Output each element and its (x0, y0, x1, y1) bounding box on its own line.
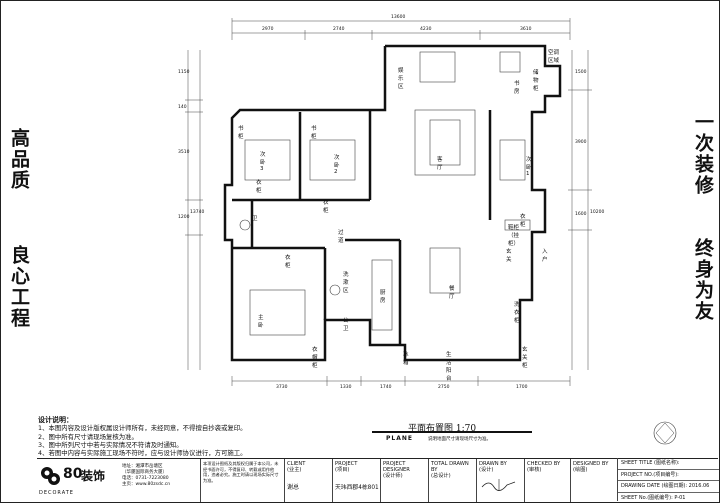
cell-designed: DESIGNED BY(绘图) (570, 459, 617, 502)
room-bedroom3: 次卧3 (260, 152, 266, 172)
dim-left-c: 3510 (178, 150, 190, 155)
dim-left-a: 1150 (178, 70, 190, 75)
cell-client: CLIENT(业主)谢总 (284, 459, 332, 502)
room-fridge: 冰箱 (403, 352, 409, 366)
dim-right-c: 10200 (590, 210, 605, 215)
cell-total-drawn: TOTAL DRAWN BY(总设计) (428, 459, 476, 502)
dim-top-b: 2740 (333, 27, 345, 32)
disclaimer: 本项设计图纸及其版权归属于本公司，未经书面许可，不得复印、转载或用作他用，违者必… (200, 459, 284, 502)
note-line: 4、若图中内容与实际施工现场不符时，应与设计师协议进行，方可施工。 (38, 449, 247, 458)
room-laundry: 洗衣柜 (514, 302, 520, 324)
dim-bottom-c: 1740 (380, 385, 392, 390)
dim-bottom-e: 1700 (516, 385, 528, 390)
cab-4: 衣柜 (285, 255, 291, 269)
room-entry: 玄关 (506, 249, 512, 263)
dim-top-a: 2970 (262, 27, 274, 32)
slogan-right-top: 一次装修 (692, 112, 714, 196)
plan-subtitle: PLANE (386, 435, 413, 442)
slogan-right-bottom: 终身为友 (692, 238, 714, 322)
dim-bottom-d: 2750 (438, 385, 450, 390)
dim-left-d: 1200 (178, 215, 190, 220)
room-bedroom2: 次卧2 (334, 155, 340, 175)
dim-top-c: 4230 (420, 27, 432, 32)
dim-top-total: 13600 (391, 15, 406, 20)
room-wash: 洗漱区 (343, 272, 349, 294)
room-wardrobe: 衣帽柜 (312, 347, 318, 369)
room-shoecab: 鞋柜（挂柜） (508, 225, 520, 247)
note-line: 3、图中所列尺寸中若与实际情况不符请及时通知。 (38, 440, 183, 449)
note-line: 2、图中所有尺寸请现场复核为准。 (38, 432, 138, 441)
room-kitchen: 厨房 (380, 290, 386, 304)
room-corridor: 过道 (338, 230, 344, 244)
room-entertain: 娱乐区 (398, 68, 404, 90)
room-storage: 储物柜 (533, 70, 539, 92)
cell-checked: CHECKED BY(审核) (524, 459, 570, 502)
dim-right-d: 1600 (575, 212, 587, 217)
dim-right-b: 3900 (575, 140, 587, 145)
slogan-left-top: 高品质 (8, 128, 30, 191)
bookcab-2: 书柜 (311, 126, 317, 140)
slogan-left-bottom: 良心工程 (8, 245, 30, 329)
cell-drawn: DRAWN BY(设计) (476, 459, 524, 502)
title-block: 80 装饰 DECORATE 地址：湘潭市岳塘区（华厦国际商务大厦）电话：073… (37, 458, 718, 502)
room-living: 客厅 (437, 157, 443, 171)
cell-designer: PROJECT DESIGNER(设计师) (380, 459, 428, 502)
room-balcony: 生活阳台 (446, 352, 452, 382)
cab-2: 衣柜 (323, 200, 329, 214)
room-cloak: 玄关柜 (522, 347, 528, 369)
plan-title: 平面布置图 1:70 (408, 424, 477, 434)
dim-left-e: 13740 (190, 210, 205, 215)
cab-3: 衣柜 (520, 214, 526, 228)
dim-right-a: 1500 (575, 70, 587, 75)
room-entrance: 入户 (542, 249, 548, 263)
cab-1: 衣柜 (256, 180, 262, 194)
room-public: 公卫 (343, 318, 349, 332)
sheet-info: SHEET TITLE (图纸名称): PROJECT NO.(项目编号): D… (617, 458, 719, 501)
notes-heading: 设计说明： (38, 416, 73, 424)
dim-bottom-b: 1330 (340, 385, 352, 390)
room-study: 书房 (514, 81, 520, 95)
dim-bottom-a: 3730 (276, 385, 288, 390)
note-line: 1、本图内容及设计版权属设计师所有，未经同意，不得擅自抄袭或复印。 (38, 424, 247, 433)
room-bath1: 卫 (252, 216, 258, 222)
room-bedroom1: 次卧1 (526, 157, 532, 177)
room-dining: 餐厅 (449, 286, 455, 300)
room-ac: 空调区域 (548, 50, 560, 64)
dim-top-d: 3610 (520, 27, 532, 32)
bookcab-1: 书柜 (238, 126, 244, 140)
logo: 80 装饰 DECORATE (39, 466, 106, 496)
cell-project: PROJECT(项目)天玮西郡4栋801 (332, 459, 380, 502)
dim-left-b: 140 (178, 105, 187, 110)
compass-seal (653, 421, 677, 445)
design-notes: 设计说明： 1、本图内容及设计版权属设计师所有，未经同意，不得擅自抄袭或复印。 … (38, 416, 247, 457)
plan-subnote: 说明地面尺寸请现场尺寸为准。 (428, 437, 491, 442)
signature (481, 479, 516, 491)
room-master: 主卧 (258, 315, 264, 329)
